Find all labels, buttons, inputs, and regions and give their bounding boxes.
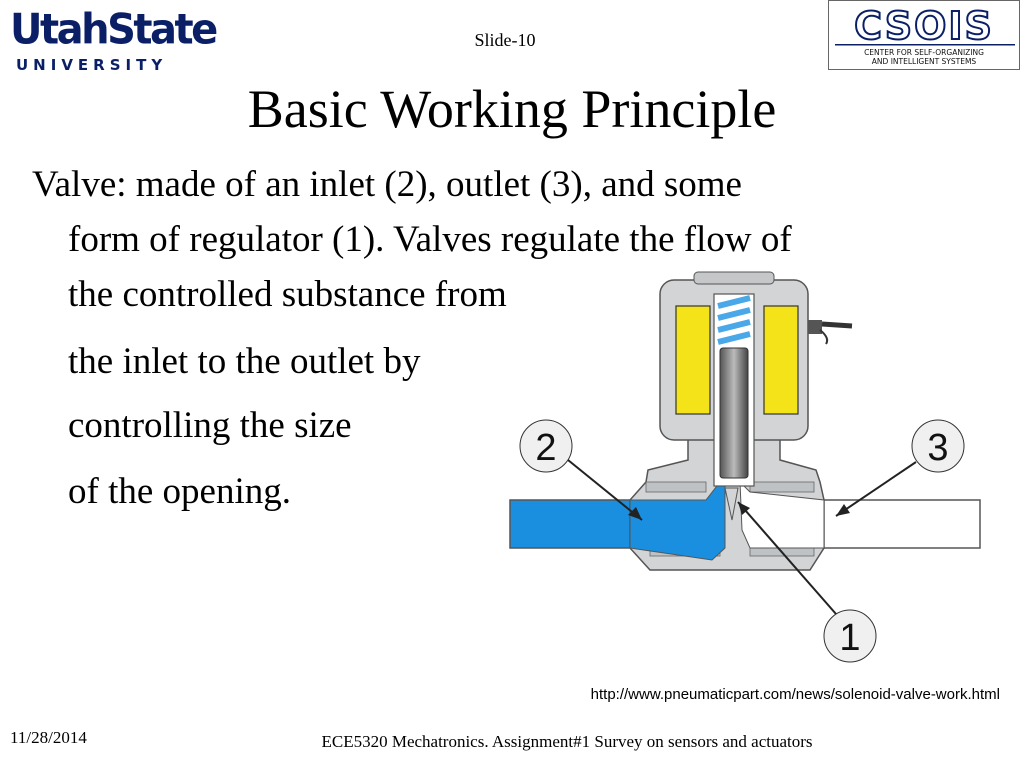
footer-date: 11/28/2014 (10, 728, 87, 747)
arrow-inlet (567, 459, 643, 521)
arrow-outlet (835, 461, 917, 517)
coil-left (675, 305, 711, 415)
label-inlet: 2 (535, 427, 556, 469)
usu-logo-wordmark: UtahState (10, 5, 218, 55)
body-line-1: Valve: made of an inlet (2), outlet (3),… (32, 164, 742, 205)
outlet-channel (739, 480, 825, 549)
csois-subtitle-1: CENTER FOR SELF-ORGANIZING (864, 48, 984, 57)
arrow-regulator (737, 501, 837, 615)
body-line-2: form of regulator (1). Valves regulate t… (68, 219, 792, 260)
label-inlet-circle (519, 419, 573, 473)
solenoid-valve-svg: 2 3 1 (509, 271, 981, 663)
label-outlet-circle (911, 419, 965, 473)
csois-wordmark: CSOIS (854, 4, 994, 48)
slide-title: Basic Working Principle (247, 79, 777, 139)
coil-right (763, 305, 799, 415)
inlet-channel (629, 481, 726, 561)
plunger (719, 347, 749, 479)
slide-number: Slide-10 (474, 30, 536, 50)
label-outlet: 3 (927, 427, 948, 469)
spring (717, 295, 751, 345)
label-regulator: 1 (839, 617, 860, 659)
solenoid-valve-diagram: 2 3 1 (480, 270, 1000, 680)
body-line-3: the controlled substance from (68, 274, 507, 315)
usu-logo: UtahState UNIVERSITY (10, 5, 218, 74)
usu-logo-subtitle: UNIVERSITY (16, 56, 168, 74)
body-line-4: the inlet to the outlet by (68, 341, 421, 382)
body-line-6: of the opening. (68, 471, 291, 512)
csois-logo: CSOIS CENTER FOR SELF-ORGANIZING AND INT… (828, 0, 1020, 70)
source-url[interactable]: http://www.pneumaticpart.com/news/soleno… (590, 686, 1000, 703)
csois-subtitle-2: AND INTELLIGENT SYSTEMS (872, 57, 977, 66)
body-line-5: controlling the size (68, 405, 352, 446)
label-regulator-circle (823, 609, 877, 663)
footer-course: ECE5320 Mechatronics. Assignment#1 Surve… (321, 732, 813, 751)
